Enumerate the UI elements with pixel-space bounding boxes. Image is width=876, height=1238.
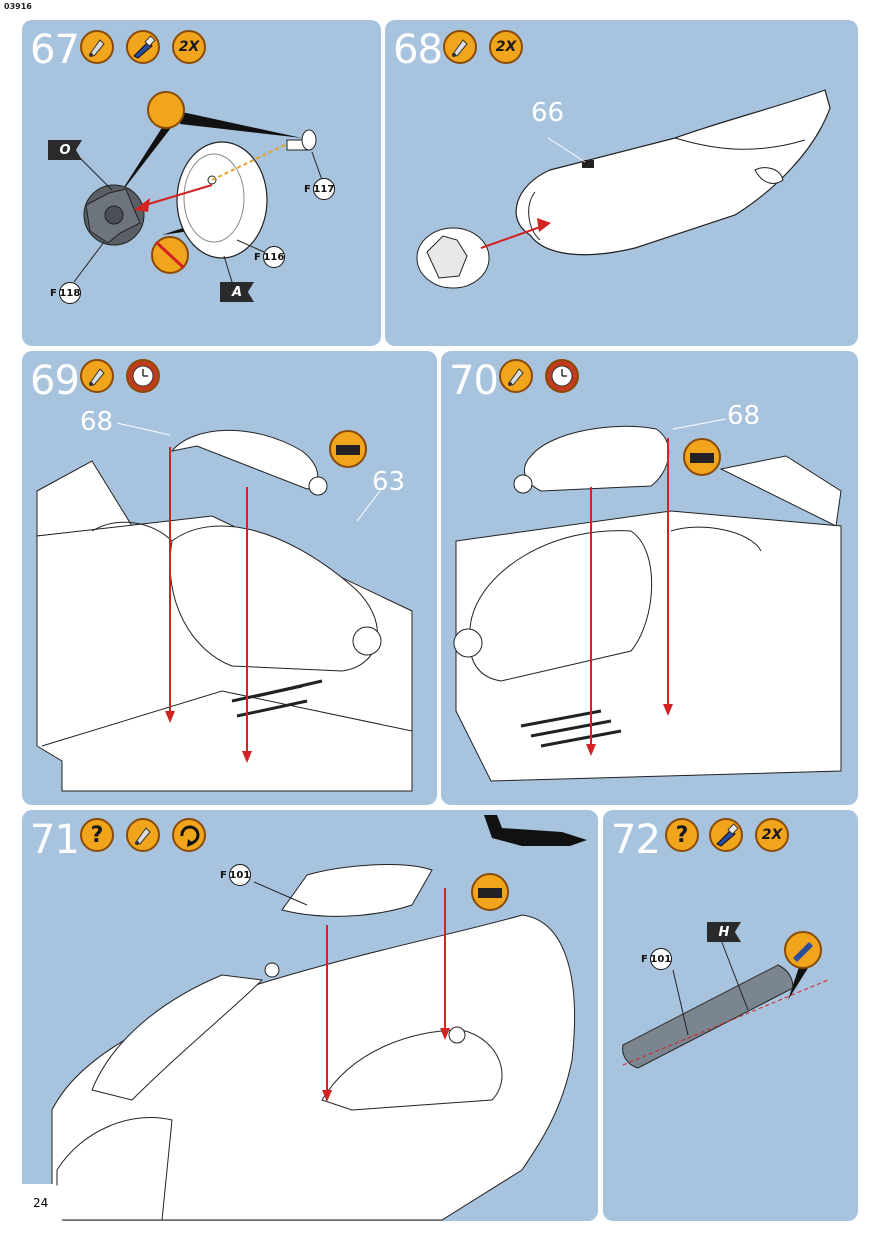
clock-icon [126,359,160,393]
step-72-panel: 72 ? 2X F 101 H [603,810,858,1221]
callout-68: 68 [80,407,114,437]
step-68-panel: 68 2X 66 [385,20,858,346]
step-71-panel: 71 ? F 101 [22,810,598,1221]
callout-68: 68 [727,401,761,431]
help-question-badge: ? [80,818,114,852]
step-67-panel: 67 2X F 117 F 116 F 118 O A [22,20,381,346]
color-flag-o: O [48,140,82,160]
part-101-prefix: F [220,869,227,881]
callout-63: 63 [372,467,406,497]
part-101-label: F 101 [641,948,672,970]
part-117-prefix: F [304,183,311,195]
color-flag-h: H [707,922,741,942]
part-117-number: 117 [312,178,335,200]
glue-icon [80,359,114,393]
quantity-2x-badge: 2X [172,30,206,64]
glue-icon [126,818,160,852]
step-69-panel: 69 68 63 [22,351,437,805]
paint-brush-icon [126,30,160,64]
part-118-prefix: F [50,287,57,299]
part-116-label: F 116 [254,246,285,268]
part-101-prefix: F [641,953,648,965]
help-question-badge: ? [665,818,699,852]
step-71-illustration [51,815,587,1221]
step-67-number: 67 [30,27,80,73]
rotate-icon [172,818,206,852]
step-69-illustration [36,422,413,792]
color-flag-a: A [220,282,254,302]
paint-brush-icon [709,818,743,852]
step-70-illustration [453,418,842,782]
step-70-panel: 70 68 [441,351,858,805]
part-101-label: F 101 [220,864,251,886]
step-68-number: 68 [393,27,443,73]
page-number-text: 24 [33,1196,49,1210]
part-117-label: F 117 [304,178,335,200]
page-number: 24 [0,1184,62,1238]
callout-66: 66 [531,98,565,128]
part-101-number: 101 [649,948,672,970]
part-116-number: 116 [262,246,285,268]
part-101-number: 101 [228,864,251,886]
step-71-number: 71 [30,817,80,863]
step-68-illustration [416,89,831,289]
step-67-illustration [73,91,323,283]
step-72-number: 72 [611,817,661,863]
glue-icon [499,359,533,393]
clock-icon [545,359,579,393]
part-118-number: 118 [58,282,81,304]
step-69-number: 69 [30,358,80,404]
glue-icon [443,30,477,64]
quantity-2x-badge: 2X [755,818,789,852]
part-118-label: F 118 [50,282,81,304]
part-116-prefix: F [254,251,261,263]
quantity-2x-badge: 2X [489,30,523,64]
step-72-illustration [622,931,829,1069]
step-70-number: 70 [449,358,499,404]
glue-icon [80,30,114,64]
document-code: 03916 [4,2,32,11]
